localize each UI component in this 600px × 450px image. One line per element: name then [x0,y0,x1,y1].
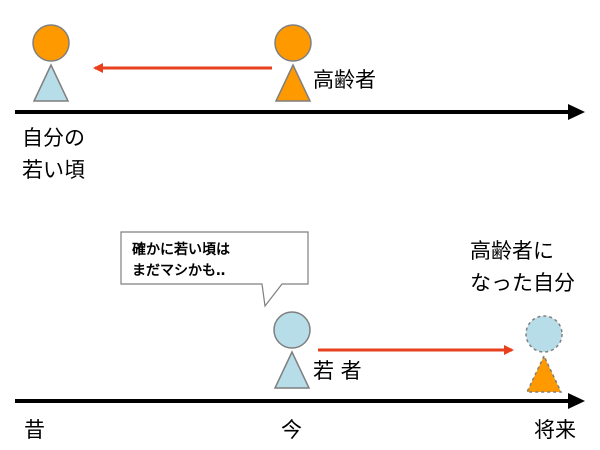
young-person-body [273,350,311,389]
top-timeline-arrowhead [568,104,585,120]
past-self-figure [32,24,70,102]
young-person-label: 若 者 [313,359,362,383]
timeline-past-label: 昔 [24,418,45,442]
future-self-head [525,315,563,353]
past-self-label-line2: 若い頃 [22,158,85,182]
past-self-head [32,24,70,62]
top-scene: 高齢者 自分の 若い頃 [15,24,585,182]
elder-figure [274,24,312,102]
young-person-head [273,311,311,349]
elder-body [274,63,312,102]
speech-bubble-line1: 確かに若い頃は [132,241,230,258]
elder-head [274,24,312,62]
future-self-label-line1: 高齢者に [470,239,554,263]
bottom-timeline-arrowhead [568,393,585,409]
bottom-scene: 確かに若い頃は まだマシかも‥ 若 者 高齢者に なった自分 昔 今 将来 [15,231,585,442]
timeline-now-label: 今 [281,418,302,442]
past-self-body [32,63,70,102]
future-self-figure [525,315,563,393]
future-self-label-line2: なった自分 [470,271,575,295]
speech-bubble [120,231,309,308]
future-self-body [525,354,563,393]
speech-bubble-line2: まだマシかも‥ [132,263,225,279]
past-self-label-line1: 自分の [22,126,85,150]
elder-label: 高齢者 [313,68,376,92]
young-person-figure [273,311,311,389]
timeline-future-label: 将来 [534,418,576,442]
